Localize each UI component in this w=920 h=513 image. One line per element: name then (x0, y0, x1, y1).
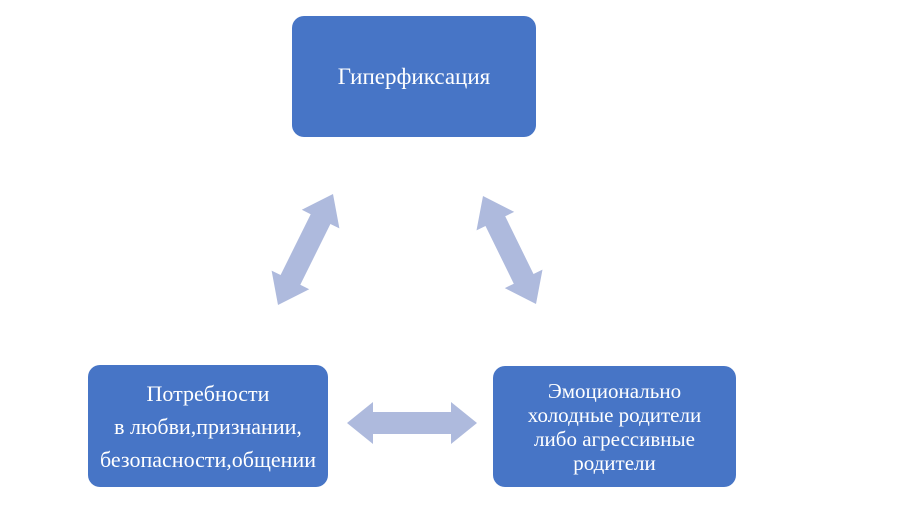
node-hyperfixation-label: Гиперфиксация (337, 63, 491, 89)
double-arrow-top-to-bottom-left-icon (271, 194, 340, 305)
node-parents-line-1: Эмоционально (547, 378, 682, 403)
node-needs-line-3: безопасности,общении (100, 446, 316, 472)
node-parents-line-2: холодные родители (527, 402, 702, 427)
node-parents-line-3: либо агрессивные (534, 426, 695, 451)
node-needs-line-2: в любви,признании, (114, 413, 302, 439)
double-arrow-bottom-left-to-bottom-right-icon (347, 402, 477, 444)
double-arrow-top-to-bottom-right-icon (476, 196, 543, 304)
node-hyperfixation: Гиперфиксация (292, 16, 536, 137)
node-needs: Потребности в любви,признании, безопасно… (88, 365, 328, 487)
node-needs-line-1: Потребности (146, 380, 270, 406)
node-parents-line-4: родители (573, 450, 656, 475)
node-parents: Эмоционально холодные родители либо агре… (493, 366, 736, 487)
